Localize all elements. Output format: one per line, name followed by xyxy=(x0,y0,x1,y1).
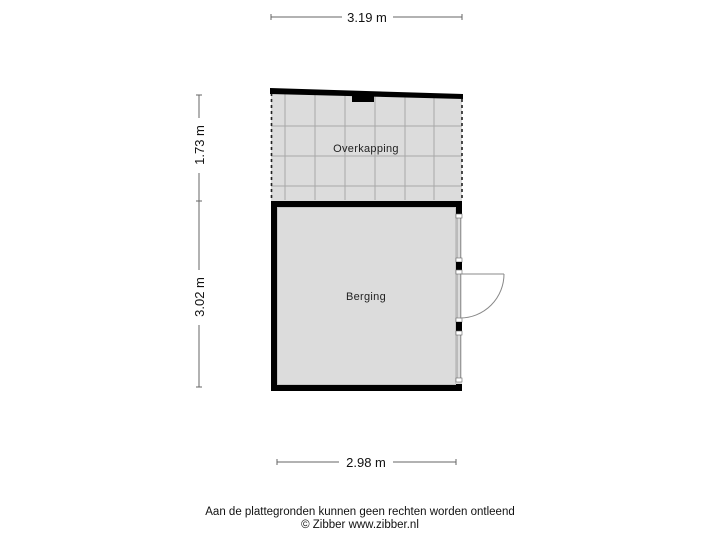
door-swing-arc xyxy=(459,273,505,319)
room-overkapping: Overkapping xyxy=(270,88,463,201)
dimension-bottom-label: 2.98 m xyxy=(346,455,386,470)
dimension-left-lower-label: 3.02 m xyxy=(192,277,207,317)
room-label-overkapping: Overkapping xyxy=(333,143,399,155)
dimension-bottom: 2.98 m xyxy=(276,455,457,470)
tile-grid xyxy=(271,92,462,200)
door xyxy=(459,273,505,319)
room-berging: Berging xyxy=(271,201,505,391)
room-label-berging: Berging xyxy=(346,291,386,303)
window-strip xyxy=(456,214,462,384)
dimension-left-lower: 3.02 m xyxy=(192,201,207,388)
wall-post xyxy=(352,94,374,102)
dimension-left-upper: 1.73 m xyxy=(192,94,207,202)
disclaimer-text: Aan de plattegronden kunnen geen rechten… xyxy=(205,506,515,518)
dimension-top-label: 3.19 m xyxy=(347,10,387,25)
dimension-top: 3.19 m xyxy=(270,10,463,25)
dimension-left-upper-label: 1.73 m xyxy=(192,125,207,165)
copyright-text: © Zibber www.zibber.nl xyxy=(301,519,419,531)
back-wall xyxy=(270,88,463,99)
